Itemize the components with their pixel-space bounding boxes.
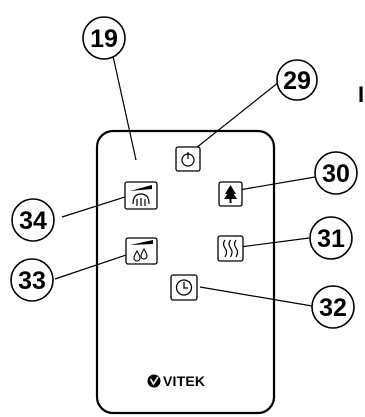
svg-text:19: 19 — [90, 25, 118, 53]
leader-31 — [239, 237, 310, 248]
clock-icon — [175, 279, 193, 296]
leader-33 — [54, 250, 139, 280]
fan-mode-button[interactable] — [124, 181, 158, 210]
tree-icon — [224, 185, 237, 203]
svg-text:31: 31 — [317, 225, 345, 253]
callout-33: 33 — [10, 258, 54, 302]
callout-34: 34 — [11, 198, 55, 242]
leader-30 — [238, 176, 316, 191]
leader-19 — [112, 55, 137, 161]
brand-label: VITEK — [163, 373, 205, 389]
svg-text:29: 29 — [283, 67, 311, 95]
margin-text: I — [358, 82, 364, 107]
power-icon — [181, 152, 195, 167]
svg-text:33: 33 — [18, 267, 46, 295]
callout-32: 32 — [311, 285, 355, 329]
humidify-button[interactable] — [125, 237, 158, 265]
callout-19: 19 — [82, 16, 126, 60]
timer-button[interactable] — [170, 274, 198, 301]
callout-30: 30 — [314, 151, 358, 195]
swing-button[interactable] — [217, 235, 244, 262]
leader-34 — [61, 194, 132, 218]
svg-text:34: 34 — [19, 207, 47, 235]
callout-31: 31 — [309, 216, 353, 260]
svg-text:30: 30 — [322, 160, 350, 188]
natural-wind-button[interactable] — [218, 181, 243, 207]
remote-body — [95, 129, 276, 415]
leader-lines — [54, 55, 316, 307]
svg-text:32: 32 — [319, 294, 347, 322]
power-button[interactable] — [175, 146, 201, 172]
vitek-logo: VITEK — [147, 373, 205, 389]
callout-29: 29 — [276, 59, 318, 101]
leader-29 — [190, 81, 280, 153]
water-drops-icon — [130, 240, 153, 262]
fan-wind-icon — [130, 185, 152, 206]
wave-lines-icon — [222, 239, 239, 258]
leader-32 — [199, 286, 313, 307]
logo-mark-icon — [147, 374, 161, 388]
